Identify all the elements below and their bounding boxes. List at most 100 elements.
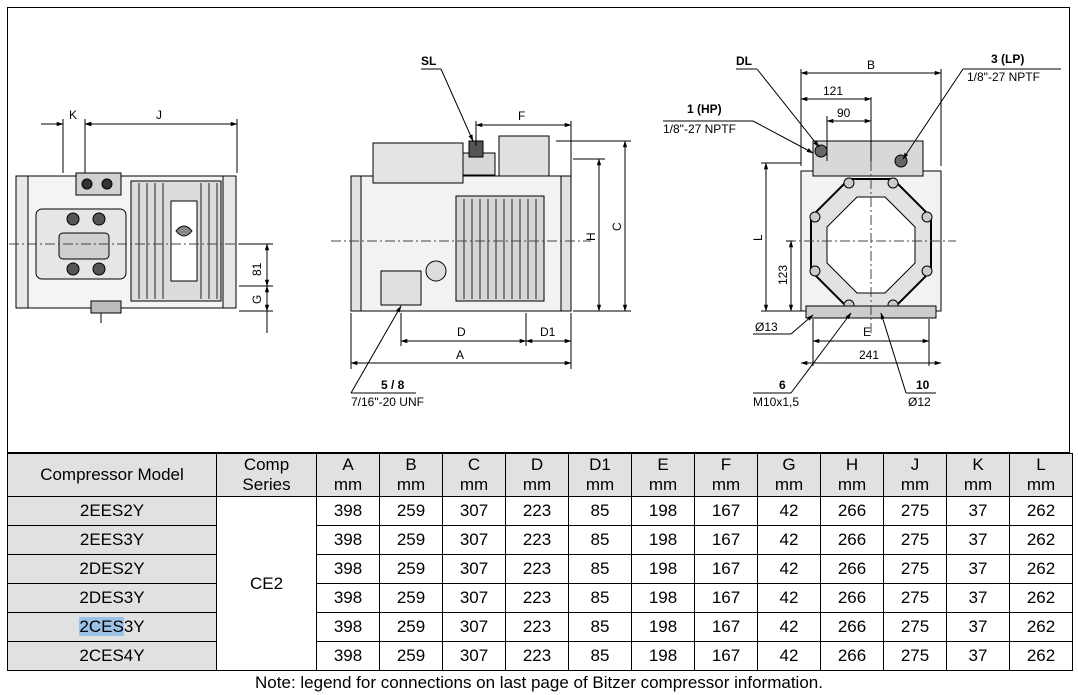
value-cell: 167 xyxy=(694,612,758,642)
model-text: 3Y xyxy=(123,617,145,636)
value-cell: 398 xyxy=(316,612,380,642)
value-cell: 42 xyxy=(757,554,821,584)
column-header: Compressor Model xyxy=(7,453,217,497)
value-cell: 307 xyxy=(442,496,506,526)
dim-g-label: G xyxy=(250,295,264,304)
value-cell: 37 xyxy=(946,612,1010,642)
value-cell: 307 xyxy=(442,612,506,642)
value-cell: 42 xyxy=(757,641,821,671)
column-header-text: mm xyxy=(774,475,804,494)
value-cell: 37 xyxy=(946,641,1010,671)
value-cell: 223 xyxy=(505,496,569,526)
model-cell: 2CES3Y xyxy=(7,612,217,642)
value-cell: 398 xyxy=(316,496,380,526)
value-cell: 266 xyxy=(820,583,884,613)
value-cell: 37 xyxy=(946,525,1010,555)
column-header-text: mm xyxy=(711,475,741,494)
column-header-text: mm xyxy=(459,475,489,494)
value-cell: 85 xyxy=(568,612,632,642)
value-cell: 275 xyxy=(883,525,947,555)
dim-j-label: J xyxy=(156,108,162,122)
dim-k-label: K xyxy=(69,108,77,122)
column-header-text: F xyxy=(720,455,732,474)
column-header-text: Series xyxy=(242,475,291,494)
model-cell: 2EES2Y xyxy=(7,496,217,526)
value-cell: 37 xyxy=(946,554,1010,584)
conn-10-dia: Ø12 xyxy=(908,395,931,409)
dim-a-label: A xyxy=(456,348,464,362)
value-cell: 262 xyxy=(1009,525,1073,555)
end-view xyxy=(663,68,1061,394)
column-header-text: K xyxy=(972,455,984,474)
value-cell: 262 xyxy=(1009,554,1073,584)
column-header-text: mm xyxy=(648,475,678,494)
column-header-text: mm xyxy=(333,475,363,494)
value-cell: 198 xyxy=(631,554,695,584)
value-cell: 262 xyxy=(1009,641,1073,671)
lp-thread: 1/8"-27 NPTF xyxy=(967,70,1040,84)
value-cell: 262 xyxy=(1009,612,1073,642)
value-cell: 259 xyxy=(379,554,443,584)
value-cell: 275 xyxy=(883,583,947,613)
value-cell: 85 xyxy=(568,583,632,613)
dim-241-label: 241 xyxy=(859,348,879,362)
value-cell: 167 xyxy=(694,554,758,584)
column-header-text: mm xyxy=(585,475,615,494)
model-cell: 2EES3Y xyxy=(7,525,217,555)
column-header-text: E xyxy=(657,455,669,474)
side-view xyxy=(9,119,273,333)
value-cell: 37 xyxy=(946,583,1010,613)
value-cell: 85 xyxy=(568,496,632,526)
value-cell: 259 xyxy=(379,641,443,671)
dim-c-label: C xyxy=(610,222,624,231)
value-cell: 398 xyxy=(316,583,380,613)
value-cell: 85 xyxy=(568,641,632,671)
column-header-text: D1 xyxy=(589,455,611,474)
conn-5-8-label: 5 / 8 xyxy=(381,378,405,392)
conn-5-8-thread: 7/16"-20 UNF xyxy=(351,395,424,409)
value-cell: 167 xyxy=(694,496,758,526)
value-cell: 307 xyxy=(442,554,506,584)
value-cell: 259 xyxy=(379,583,443,613)
conn-6-label: 6 xyxy=(779,378,786,392)
value-cell: 259 xyxy=(379,612,443,642)
dim-h-label: H xyxy=(584,232,598,241)
value-cell: 266 xyxy=(820,612,884,642)
dia-13-label: Ø13 xyxy=(755,320,778,334)
value-cell: 398 xyxy=(316,641,380,671)
dl-label: DL xyxy=(736,54,752,68)
conn-6-thread: M10x1,5 xyxy=(753,395,799,409)
series-cell: CE2 xyxy=(216,496,317,671)
value-cell: 223 xyxy=(505,641,569,671)
value-cell: 37 xyxy=(946,496,1010,526)
column-header-text: mm xyxy=(1026,475,1056,494)
value-cell: 42 xyxy=(757,612,821,642)
value-cell: 307 xyxy=(442,525,506,555)
dim-e-label: E xyxy=(863,325,871,339)
value-cell: 223 xyxy=(505,554,569,584)
model-cell: 2DES2Y xyxy=(7,554,217,584)
dim-90-label: 90 xyxy=(837,106,851,120)
column-header-text: A xyxy=(342,455,354,474)
value-cell: 262 xyxy=(1009,583,1073,613)
value-cell: 198 xyxy=(631,641,695,671)
conn-10-label: 10 xyxy=(916,378,930,392)
value-cell: 167 xyxy=(694,641,758,671)
value-cell: 198 xyxy=(631,496,695,526)
hp-thread: 1/8"-27 NPTF xyxy=(663,122,736,136)
